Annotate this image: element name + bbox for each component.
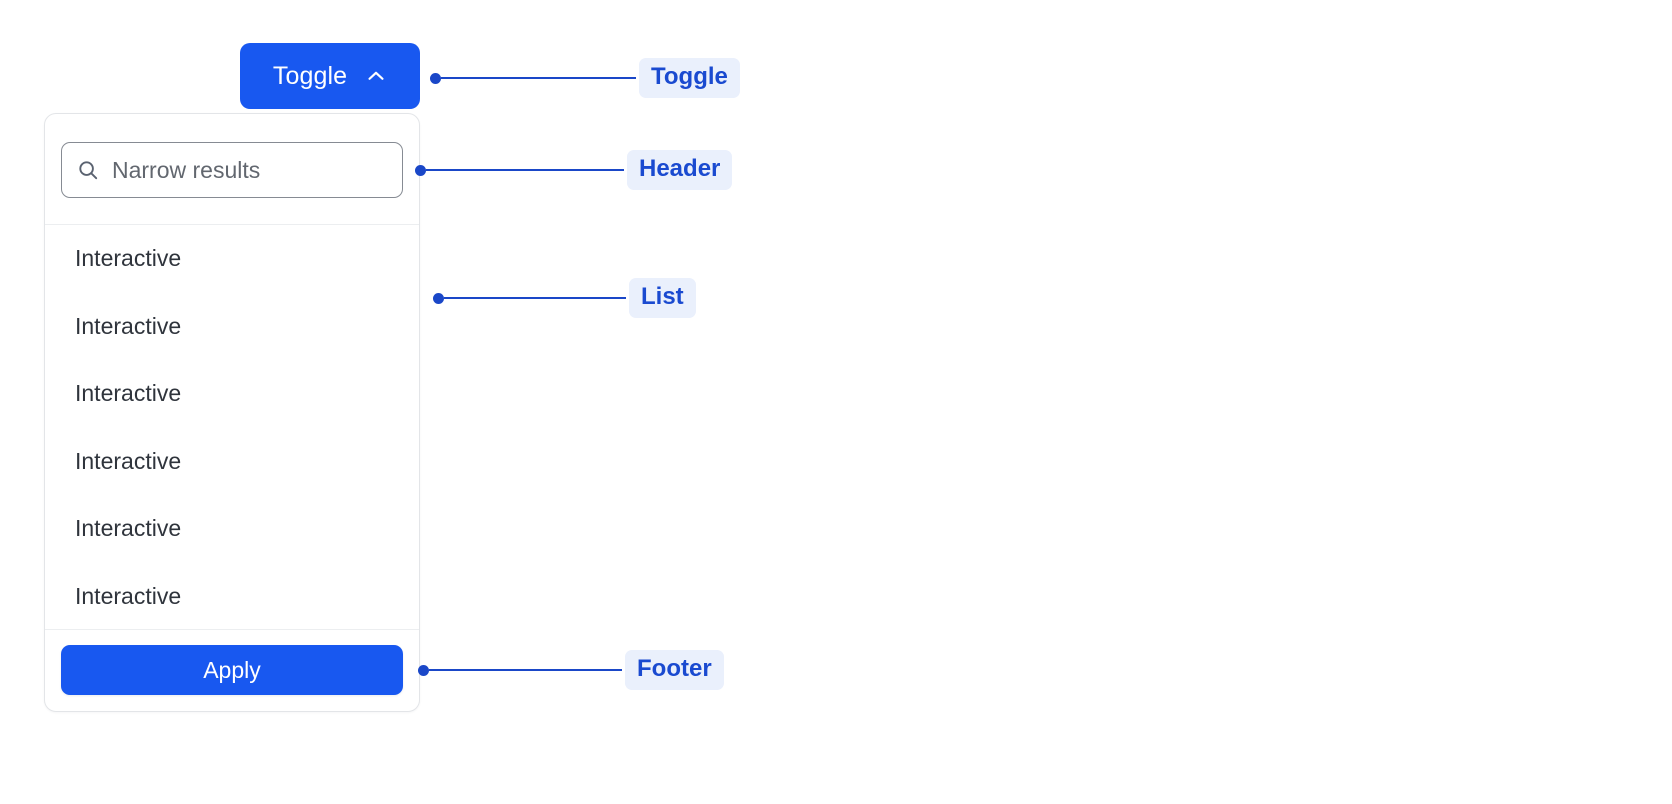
annotation-leader-line bbox=[429, 669, 622, 671]
toggle-button[interactable]: Toggle bbox=[240, 43, 420, 109]
list-item[interactable]: Interactive bbox=[45, 563, 419, 630]
annotation-label-footer: Footer bbox=[625, 650, 724, 690]
apply-button-label: Apply bbox=[203, 656, 261, 683]
list-item-label: Interactive bbox=[75, 380, 182, 407]
annotation-label-list: List bbox=[629, 278, 696, 318]
chevron-up-icon bbox=[365, 65, 387, 87]
dropdown-header bbox=[45, 114, 419, 225]
dropdown-panel: Interactive Interactive Interactive Inte… bbox=[44, 113, 420, 712]
list-item-label: Interactive bbox=[75, 582, 182, 609]
list-item-label: Interactive bbox=[75, 312, 182, 339]
search-input[interactable] bbox=[112, 156, 388, 184]
annotation-dot bbox=[430, 72, 441, 84]
dropdown-list: Interactive Interactive Interactive Inte… bbox=[45, 225, 419, 629]
annotation-leader-line bbox=[426, 169, 624, 171]
list-item-label: Interactive bbox=[75, 515, 182, 542]
annotation-dot bbox=[433, 292, 444, 304]
annotation-leader-line bbox=[444, 297, 626, 299]
list-item[interactable]: Interactive bbox=[45, 428, 419, 496]
apply-button[interactable]: Apply bbox=[61, 645, 403, 695]
list-item[interactable]: Interactive bbox=[45, 360, 419, 428]
annotation-label-header: Header bbox=[627, 150, 733, 190]
list-item[interactable]: Interactive bbox=[45, 225, 419, 293]
search-icon bbox=[76, 158, 112, 182]
list-item-label: Interactive bbox=[75, 447, 182, 474]
search-field[interactable] bbox=[61, 142, 403, 198]
list-item[interactable]: Interactive bbox=[45, 293, 419, 361]
list-item[interactable]: Interactive bbox=[45, 495, 419, 563]
toggle-button-label: Toggle bbox=[272, 61, 348, 90]
annotation-label-toggle: Toggle bbox=[639, 58, 740, 98]
annotation-leader-line bbox=[441, 77, 636, 79]
dropdown-footer: Apply bbox=[45, 629, 419, 711]
list-item-label: Interactive bbox=[75, 245, 182, 272]
